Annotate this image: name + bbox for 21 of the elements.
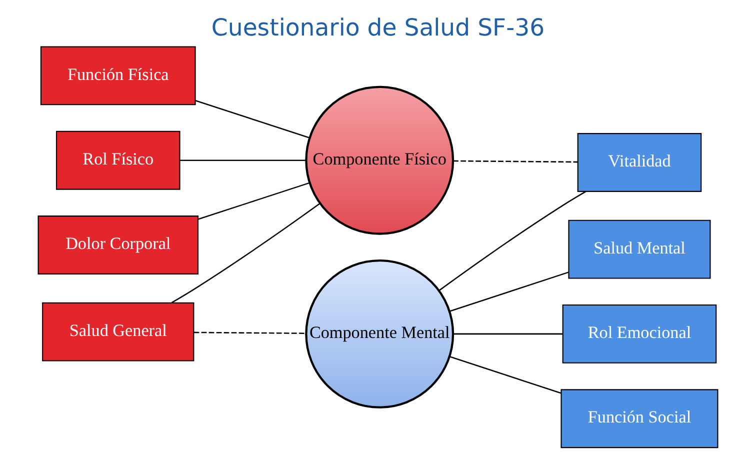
connector bbox=[194, 332, 306, 334]
connector bbox=[198, 182, 310, 220]
connector bbox=[453, 333, 562, 335]
node-box: Salud Mental bbox=[568, 220, 711, 279]
connector bbox=[450, 356, 562, 394]
node-box: Vitalidad bbox=[577, 133, 702, 192]
connector bbox=[195, 100, 310, 138]
node-box: Rol Emocional bbox=[562, 304, 717, 364]
connector bbox=[180, 160, 306, 161]
node-circle: Componente Físico bbox=[305, 86, 454, 235]
node-circle: Componente Mental bbox=[305, 259, 454, 408]
connector bbox=[453, 160, 578, 163]
node-box: Función Física bbox=[40, 46, 196, 106]
node-box: Salud General bbox=[42, 302, 194, 362]
connector bbox=[450, 272, 569, 312]
node-box: Dolor Corporal bbox=[38, 216, 198, 274]
node-box: Rol Físico bbox=[56, 130, 180, 190]
node-box: Función Social bbox=[560, 389, 718, 448]
connector bbox=[438, 191, 586, 292]
diagram-title: Cuestionario de Salud SF-36 bbox=[211, 14, 545, 42]
connector bbox=[171, 203, 320, 304]
